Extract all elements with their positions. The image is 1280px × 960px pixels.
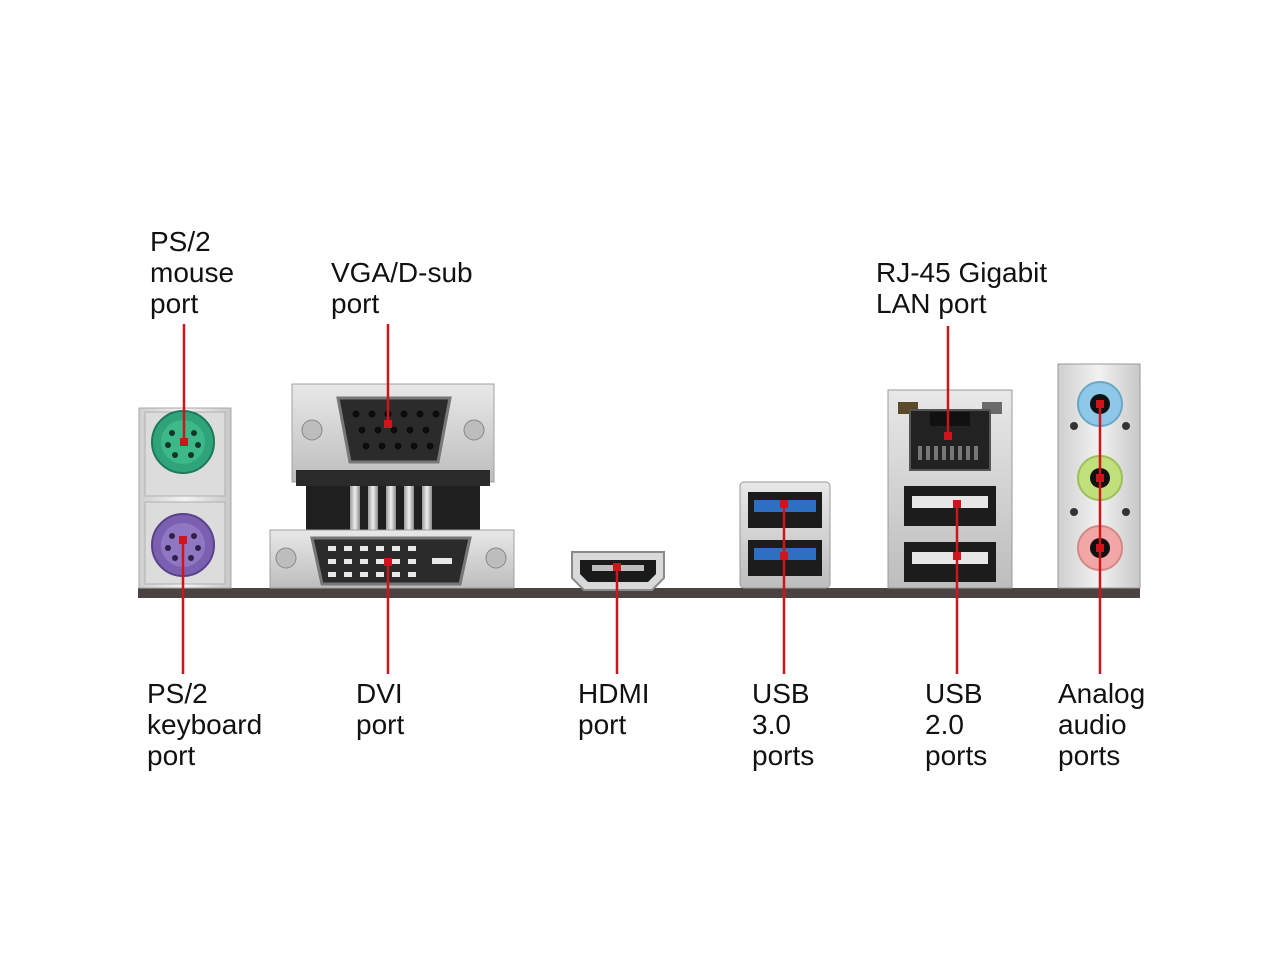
label-usb2: USB 2.0 ports bbox=[925, 678, 987, 771]
label-line: HDMI bbox=[578, 678, 650, 709]
label-line: port bbox=[147, 740, 196, 771]
label-line: 2.0 bbox=[925, 709, 964, 740]
label-line: USB bbox=[752, 678, 810, 709]
label-line: ports bbox=[752, 740, 815, 771]
label-rj45: RJ-45 Gigabit LAN port bbox=[876, 257, 1047, 319]
label-line: VGA/D-sub bbox=[331, 257, 473, 288]
label-line: RJ-45 Gigabit bbox=[876, 257, 1048, 288]
label-line: ports bbox=[925, 740, 988, 771]
label-audio: Analog audio ports bbox=[1058, 678, 1145, 771]
label-line: PS/2 bbox=[147, 678, 208, 709]
label-line: port bbox=[356, 709, 405, 740]
label-line: DVI bbox=[356, 678, 403, 709]
label-ps2-keyboard: PS/2 keyboard port bbox=[147, 678, 262, 771]
io-shield-baseline bbox=[138, 588, 1140, 598]
label-line: port bbox=[331, 288, 380, 319]
label-line: audio bbox=[1058, 709, 1127, 740]
label-line: 3.0 bbox=[752, 709, 791, 740]
leader-lines bbox=[179, 324, 1104, 674]
label-line: port bbox=[578, 709, 627, 740]
label-usb3: USB 3.0 ports bbox=[752, 678, 814, 771]
lan-usb2-ports bbox=[887, 389, 1013, 589]
label-line: PS/2 bbox=[150, 226, 211, 257]
vga-dvi-ports bbox=[269, 383, 515, 589]
label-dvi: DVI port bbox=[356, 678, 404, 740]
label-line: LAN port bbox=[876, 288, 987, 319]
label-line: Analog bbox=[1058, 678, 1146, 709]
label-ps2-mouse: PS/2 mouse port bbox=[150, 226, 234, 319]
label-line: keyboard bbox=[147, 709, 263, 740]
label-line: port bbox=[150, 288, 199, 319]
label-line: ports bbox=[1058, 740, 1121, 771]
label-line: mouse bbox=[150, 257, 235, 288]
label-vga: VGA/D-sub port bbox=[331, 257, 473, 319]
label-line: USB bbox=[925, 678, 983, 709]
label-hdmi: HDMI port bbox=[578, 678, 650, 740]
